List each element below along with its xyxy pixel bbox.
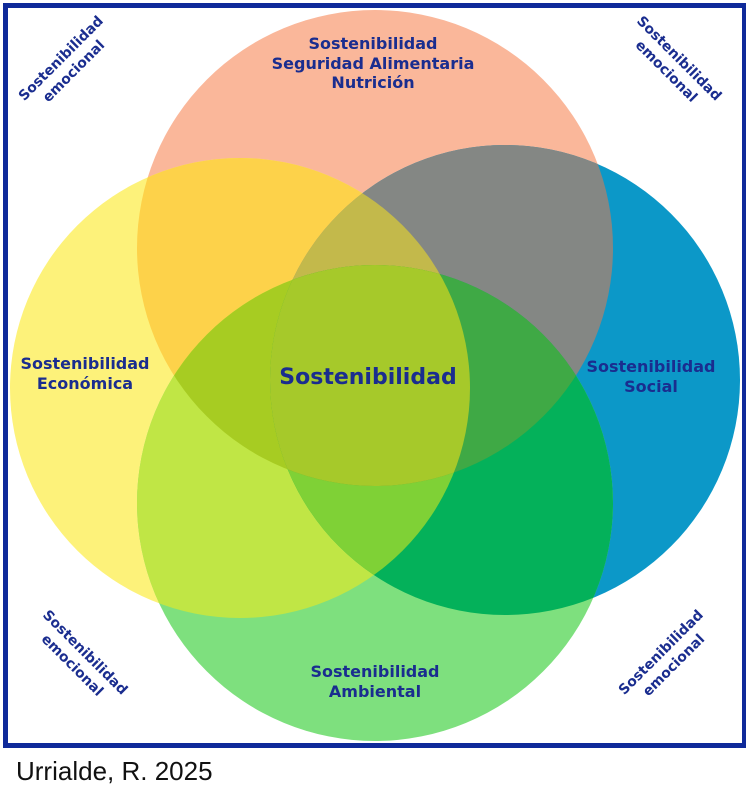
label-line: Sostenibilidad bbox=[308, 34, 438, 53]
label-line: Sostenibilidad bbox=[586, 357, 716, 376]
diagram-frame bbox=[3, 3, 746, 748]
label-line: Seguridad Alimentaria bbox=[271, 53, 475, 73]
label-line: Social bbox=[624, 376, 678, 396]
credit-text: Urrialde, R. 2025 bbox=[16, 756, 213, 786]
label-line: Nutrición bbox=[331, 73, 415, 93]
overlap-top-left-bottom bbox=[137, 265, 470, 486]
label-line: Sostenibilidad bbox=[20, 354, 150, 373]
label-economic: Sostenibilidad Económica bbox=[10, 354, 160, 393]
overlap-left-right-bottom bbox=[270, 265, 470, 615]
label-line: Económica bbox=[36, 373, 134, 393]
overlap-top-right-bottom bbox=[270, 265, 613, 486]
label-environmental: Sostenibilidad Ambiental bbox=[300, 662, 450, 701]
center-text: Sostenibilidad bbox=[279, 365, 457, 390]
label-line: Sostenibilidad bbox=[310, 662, 440, 681]
label-line: Ambiental bbox=[328, 681, 422, 701]
label-food-security: Sostenibilidad Seguridad Alimentaria Nut… bbox=[0, 34, 746, 93]
label-center: Sostenibilidad bbox=[268, 365, 468, 392]
label-social: Sostenibilidad Social bbox=[576, 357, 726, 396]
overlap-top-left-right bbox=[270, 158, 470, 486]
